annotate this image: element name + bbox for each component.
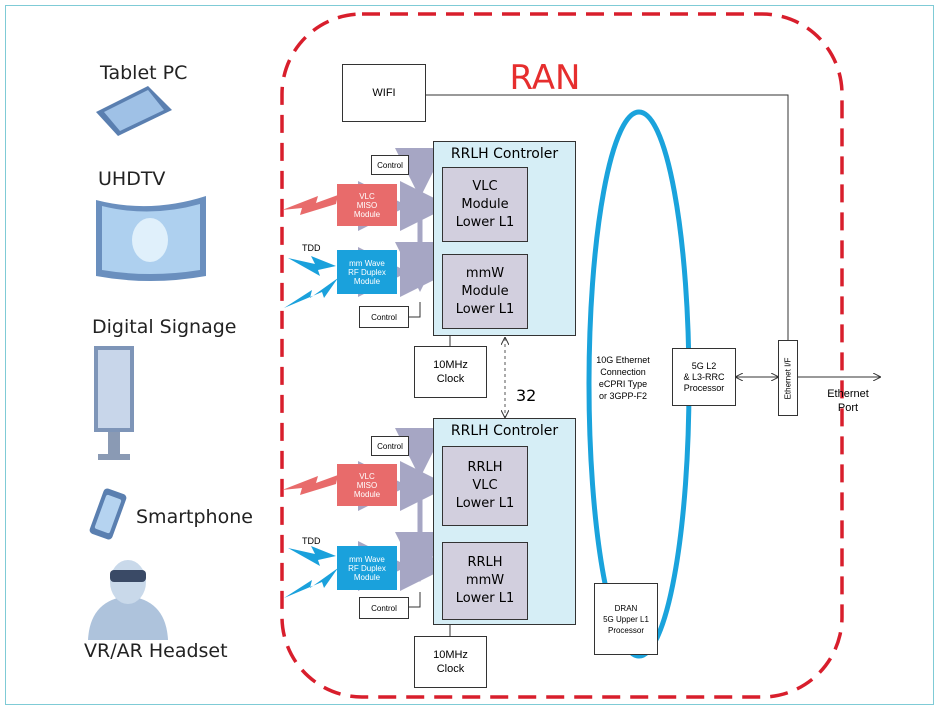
l2-processor-box: 5G L2 & L3-RRC Processor [672,348,736,406]
rrlh-vlc-lower-l1: RRLH VLC Lower L1 [442,446,528,526]
control-box: Control [371,436,409,456]
mmwave-rf-module: mm Wave RF Duplex Module [337,250,397,294]
mmw-signal-1 [284,256,338,308]
vlc-signal-2 [282,475,338,495]
ethernet-if-label: Ethernet I/F [783,357,793,399]
link-count: 32 [516,386,537,405]
control-box: Control [359,306,409,328]
ran-boundary [280,12,844,699]
ran-title: RAN [509,58,581,98]
device-label-uhdtv: UHDTV [98,168,166,190]
wifi-box: WIFI [342,64,426,122]
control-box: Control [371,155,409,175]
vlc-miso-module: VLC MISO Module [337,184,397,226]
tablet-icon [96,86,172,136]
tv-icon [96,196,206,281]
tdd-label: TDD [302,536,321,546]
ethernet-if-box: Ethernet I/F [778,340,798,416]
clock-box: 10MHz Clock [414,636,487,688]
device-label-signage: Digital Signage [92,316,237,338]
wifi-line [425,94,789,340]
vlc-signal-1 [282,195,338,215]
device-label-headset: VR/AR Headset [84,640,228,662]
controller-title: RRLH Controler [450,423,559,439]
smartphone-icon [89,488,127,540]
ethernet-port-label: Ethernet Port [827,388,869,414]
vlc-miso-module: VLC MISO Module [337,464,397,506]
signage-icon [94,346,134,460]
headset-icon [88,560,168,640]
diagram-frame [5,5,934,705]
control-box: Control [359,597,409,619]
device-label-smartphone: Smartphone [136,506,253,528]
controller-title: RRLH Controler [450,146,559,162]
tdd-label: TDD [302,243,321,253]
mmwave-rf-module: mm Wave RF Duplex Module [337,546,397,590]
ethernet-connection-label: 10G Ethernet Connection eCPRI Type or 3G… [596,355,650,401]
device-label-tablet: Tablet PC [100,62,188,84]
mmw-signal-2 [284,546,338,598]
vlc-module-lower-l1: VLC Module Lower L1 [442,167,528,242]
rrlh-mmw-lower-l1: RRLH mmW Lower L1 [442,542,528,620]
dran-processor-box: DRAN 5G Upper L1 Processor [594,583,658,655]
clock-box: 10MHz Clock [414,346,487,398]
mmw-module-lower-l1: mmW Module Lower L1 [442,254,528,329]
